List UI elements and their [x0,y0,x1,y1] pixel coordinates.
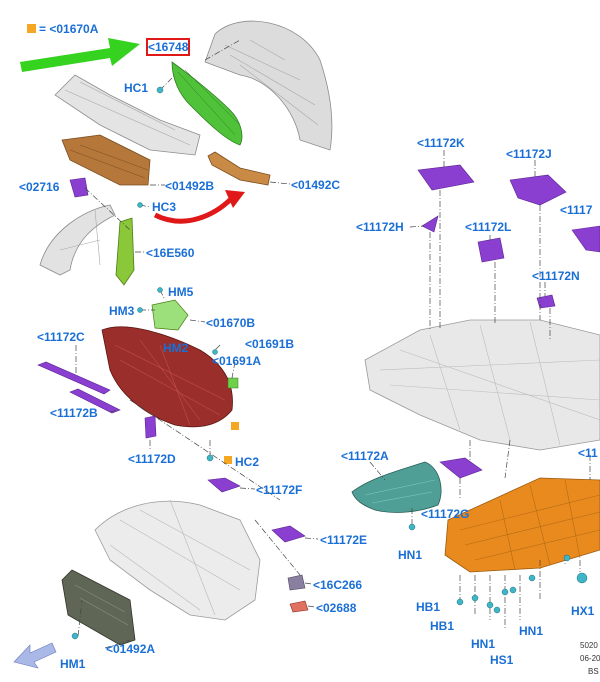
floor-pan [364,319,600,451]
hood-panel [204,20,333,151]
callout-11172h[interactable]: <11172H [356,220,404,234]
corner-note-3: BS [588,667,599,676]
bracket-green-01670b [151,299,189,331]
callout-11172a[interactable]: <11172A [341,449,389,463]
legend-marker-1 [231,422,239,430]
highlighted-part-label[interactable]: <16748 [145,38,191,56]
callout-01691b[interactable]: <01691B [245,337,295,351]
callout-11172-cut[interactable]: <1117 [560,203,593,217]
callout-hn1-b[interactable]: HN1 [471,637,496,651]
callout-hm1[interactable]: HM1 [60,657,86,671]
callout-hb1-a[interactable]: HB1 [416,600,441,614]
green-arrow [20,38,140,72]
callout-hm5[interactable]: HM5 [168,285,194,299]
cowl-pad-brown [61,134,151,186]
callout-01492a[interactable]: <01492A [106,642,156,656]
red-curved-arrow [153,196,234,224]
callout-hs1[interactable]: HS1 [490,653,514,667]
underbody-shield-orange [444,477,600,573]
fender-apron [39,204,116,276]
floor-insulator-11172j [509,174,567,206]
clip-green-01691a [227,377,239,389]
callout-11172n[interactable]: <11172N [532,269,580,283]
callout-hm3[interactable]: HM3 [109,304,135,318]
callout-11172c[interactable]: <11172C [37,330,85,344]
callout-11172j[interactable]: <11172J [506,147,552,161]
fasteners-left [71,86,218,640]
bracket-purple-02716 [69,177,89,198]
heat-shield-teal [351,461,442,513]
front-structure [94,500,261,621]
corner-note-1: 5020 [580,641,598,650]
part-16c266 [287,574,306,591]
dash-panel-maroon [101,326,233,428]
hood-inner-ribs [224,39,319,126]
callout-01492b[interactable]: <01492B [165,179,215,193]
callout-01492c[interactable]: <01492C [291,178,341,192]
floor-insulator-11172n [536,294,556,309]
callout-hc2[interactable]: HC2 [235,455,260,469]
callout-hb1-b[interactable]: HB1 [430,619,455,633]
cowl-panel [54,74,201,156]
callout-11172f[interactable]: <11172F [256,483,303,497]
floor-insulator-cut [571,225,600,253]
leader-lines-left [75,39,319,649]
callout-hn1-c[interactable]: HN1 [519,624,544,638]
callout-16c266[interactable]: <16C266 [313,578,363,592]
callout-11172d[interactable]: <11172D [128,452,176,466]
part-02688 [289,600,309,613]
callout-hm2[interactable]: HM2 [163,341,189,355]
front-direction-arrow [13,642,57,669]
callout-11-cut[interactable]: <11 [578,446,598,460]
callout-16e560[interactable]: <16E560 [146,246,195,260]
floor-insulator-11172l [477,237,505,263]
corner-note-2: 06-20 [580,654,600,663]
hood-seal-green [171,61,243,146]
insulator-11172f [207,477,241,493]
callout-01691a[interactable]: <01691A [212,354,262,368]
floor-insulator-11172g [439,457,483,479]
callout-01670b[interactable]: <01670B [206,316,256,330]
callout-hn1-a[interactable]: HN1 [398,548,423,562]
legend-marker [27,24,36,33]
floor-insulator-11172h [421,215,439,233]
insulator-11172d [144,415,157,439]
callout-11172g[interactable]: <11172G [421,507,470,521]
insulator-strip-11172c [37,361,111,395]
floor-insulator-11172k [417,164,475,191]
insulator-11172e [271,525,306,543]
panel-dark-01492a [61,569,136,646]
callout-11172b[interactable]: <11172B [50,406,98,420]
callout-11172l[interactable]: <11172L [465,220,512,234]
fasteners-right [408,523,588,614]
legend-text: = <01670A [39,22,99,36]
callout-hx1[interactable]: HX1 [571,604,595,618]
legend-marker-2 [224,456,232,464]
callout-11172k[interactable]: <11172K [417,136,465,150]
callout-11172e[interactable]: <11172E [320,533,368,547]
hood-pad-brown [207,151,271,186]
callout-hc1[interactable]: HC1 [124,81,149,95]
callout-02716[interactable]: <02716 [19,180,60,194]
callout-hc3[interactable]: HC3 [152,200,177,214]
callout-02688[interactable]: <02688 [316,601,357,615]
insulator-strip-11172b [69,388,121,414]
fender-insulator-green [115,217,135,286]
